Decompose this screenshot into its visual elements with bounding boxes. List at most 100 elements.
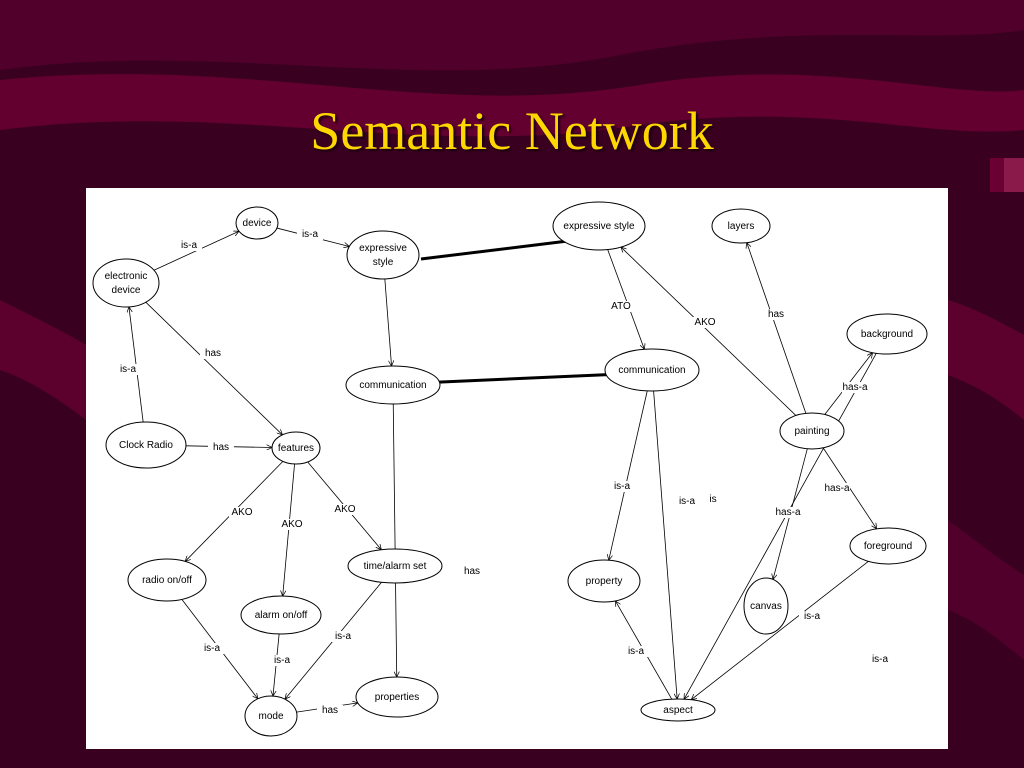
node-ellipse — [743, 577, 789, 635]
node-clock-radio: Clock Radio — [105, 421, 187, 469]
node-label: background — [861, 329, 913, 340]
node-ellipse — [779, 412, 845, 450]
node-label: Clock Radio — [119, 440, 173, 451]
node-ellipse — [849, 527, 927, 565]
edge-label-bg — [609, 481, 635, 492]
node-ellipse — [640, 698, 716, 722]
node-label: canvas — [750, 601, 782, 612]
node-label: communication — [618, 365, 685, 376]
edge-label: is-a — [120, 364, 137, 375]
node-ellipse — [345, 365, 441, 405]
edge-painting-to-layers — [747, 243, 807, 414]
node-label: style — [373, 257, 394, 268]
node-expressive-style-1: expressive style — [346, 230, 420, 280]
node-label: time/alarm set — [364, 561, 427, 572]
edge-label: has-a — [824, 483, 849, 494]
edge-communication-1-to-properties — [392, 403, 397, 677]
edge-label: has-a — [842, 382, 867, 393]
node-background: background — [846, 313, 928, 355]
edge-label: AKO — [231, 507, 252, 518]
node-ellipse — [711, 208, 771, 244]
edge-line — [384, 278, 392, 366]
edge-label-bg — [330, 631, 356, 642]
link-line — [420, 238, 577, 261]
semantic-network-diagram: deviceelectronicdeviceexpressivestylecom… — [92, 201, 928, 737]
node-ellipse — [552, 201, 646, 251]
node-ellipse — [271, 431, 321, 465]
edge-label-bg — [229, 507, 255, 518]
edge-expressive-style-2-to-communication-2 — [607, 249, 645, 350]
edge-label: is-a — [274, 655, 291, 666]
node-ellipse — [346, 230, 420, 280]
edge-label-bg — [775, 507, 801, 518]
edge-label: is-a — [804, 611, 821, 622]
node-ellipse — [347, 548, 443, 584]
node-label: aspect — [663, 705, 693, 716]
node-property: property — [567, 559, 641, 603]
edge-label-bg — [176, 240, 202, 251]
edge-label: has — [205, 348, 221, 359]
edge-painting-to-expressive-style-2 — [621, 247, 797, 416]
edge-line — [607, 249, 645, 350]
edge-label-bg — [317, 705, 343, 716]
edge-label: is-a — [335, 631, 352, 642]
edge-label: AKO — [281, 519, 302, 530]
node-label: alarm on/off — [255, 610, 308, 621]
edge-line — [609, 390, 648, 560]
node-ellipse — [235, 206, 279, 240]
edge-label: is-a — [204, 643, 221, 654]
node-features: features — [271, 431, 321, 465]
node-label: layers — [728, 221, 755, 232]
node-ellipse — [240, 595, 322, 635]
edge-label: ATO — [611, 301, 631, 312]
node-label: painting — [794, 426, 829, 437]
edge-label-bg — [608, 301, 634, 312]
node-label: communication — [359, 380, 426, 391]
node-label: expressive — [359, 243, 407, 254]
free-label: is — [709, 494, 716, 505]
edge-line — [691, 561, 869, 699]
edge-label-bg — [115, 364, 141, 375]
link-expressive-style-1-to-expressive-style-2 — [420, 238, 577, 261]
edge-background-to-aspect — [684, 353, 877, 699]
node-ellipse — [127, 558, 207, 602]
edge-label-bg — [692, 317, 718, 328]
node-communication-2: communication — [604, 348, 700, 392]
edge-label: is-a — [872, 654, 889, 665]
node-label: foreground — [864, 541, 912, 552]
node-mode: mode — [244, 695, 298, 737]
edge-label-bg — [332, 504, 358, 515]
edge-label: has — [464, 566, 480, 577]
edge-label: AKO — [334, 504, 355, 515]
edge-electronic-device-to-features — [145, 301, 283, 435]
node-alarm-on-off: alarm on/off — [240, 595, 322, 635]
edge-line — [747, 243, 807, 414]
node-expressive-style-2: expressive style — [552, 201, 646, 251]
node-ellipse — [105, 421, 187, 469]
edge-label: has — [213, 442, 229, 453]
edge-label-bg — [763, 309, 789, 320]
node-ellipse — [604, 348, 700, 392]
edge-label-bg — [459, 566, 485, 577]
edge-label: has — [322, 705, 338, 716]
node-label: device — [243, 218, 272, 229]
edge-label-bg — [208, 442, 234, 453]
edge-label: AKO — [694, 317, 715, 328]
node-ellipse — [92, 258, 160, 308]
node-properties: properties — [355, 676, 439, 718]
edge-line — [653, 390, 678, 699]
slide-title: Semantic Network — [310, 101, 714, 161]
node-ellipse — [567, 559, 641, 603]
edge-line — [621, 247, 797, 416]
node-ellipse — [244, 695, 298, 737]
edge-line — [392, 403, 397, 677]
node-label: expressive style — [563, 221, 635, 232]
node-painting: painting — [779, 412, 845, 450]
node-ellipse — [846, 313, 928, 355]
edge-communication-2-to-aspect — [653, 390, 678, 699]
node-label: properties — [375, 692, 419, 703]
edge-label-bg — [824, 483, 850, 494]
node-layers: layers — [711, 208, 771, 244]
node-label: features — [278, 443, 314, 454]
edge-label-bg — [623, 646, 649, 657]
